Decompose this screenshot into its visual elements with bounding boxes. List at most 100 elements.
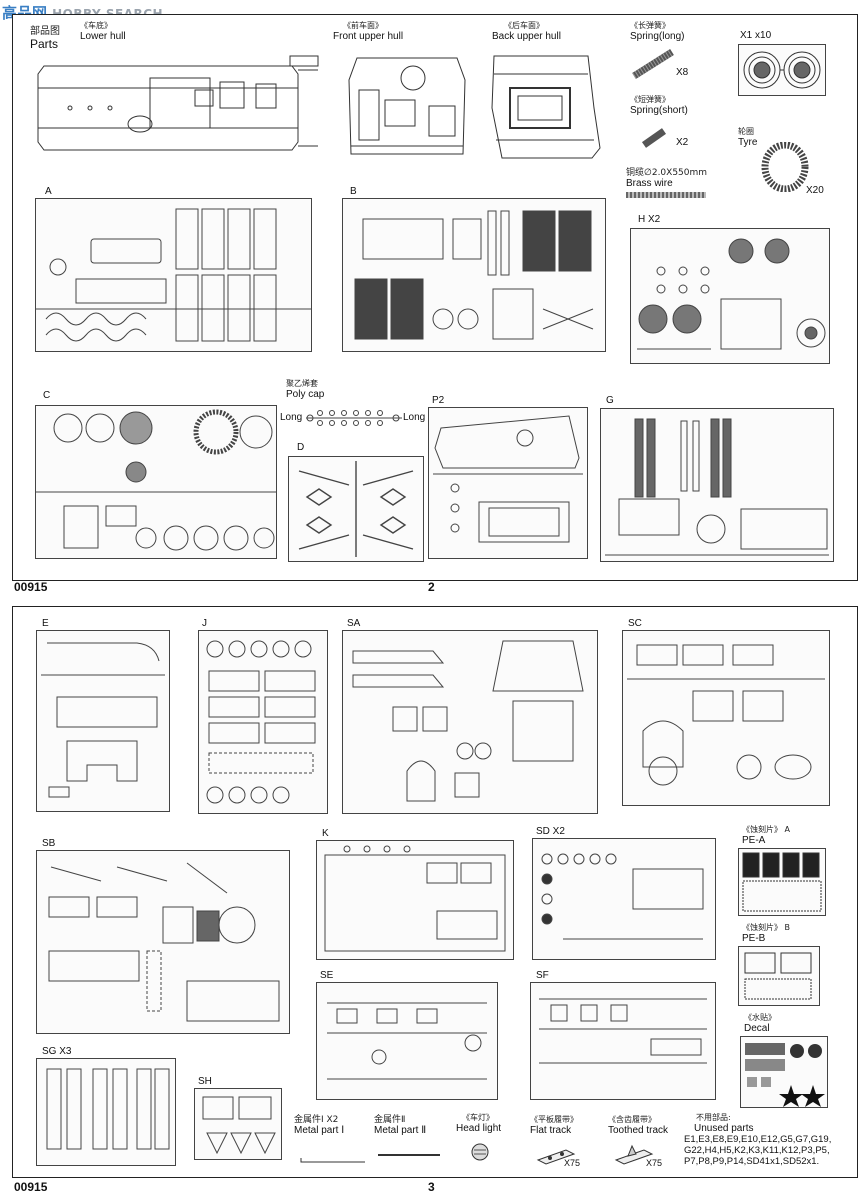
tyre-qty: X20 bbox=[806, 185, 824, 196]
metal-part-1-caption: 金属件Ⅰ X2 Metal part Ⅰ bbox=[294, 1112, 344, 1136]
back-upper-hull-en: Back upper hull bbox=[492, 31, 561, 42]
brass-wire-caption: 铜缆∅2.0X550mm Brass wire bbox=[626, 165, 707, 189]
sprue-b bbox=[342, 198, 606, 352]
x1-label: X1 x10 bbox=[740, 30, 772, 41]
tyre-drawing bbox=[760, 141, 810, 193]
headlight-drawing bbox=[470, 1142, 490, 1162]
sprue-g-label: G bbox=[606, 395, 614, 406]
sprue-sg-label: SG X3 bbox=[42, 1046, 72, 1057]
decal-en: Decal bbox=[744, 1023, 770, 1034]
tyre-cn: 轮圈 bbox=[738, 127, 754, 136]
toothed-track-caption: 《含齿履带》 Toothed track bbox=[608, 1114, 668, 1136]
parts-header-en: Parts bbox=[30, 37, 59, 51]
headlight-cn: 《车灯》 bbox=[462, 1113, 494, 1122]
flat-track-cn: 《平板履带》 bbox=[530, 1115, 578, 1124]
decal-caption: 《水贴》 Decal bbox=[744, 1012, 776, 1034]
pe-b-caption: 《蚀刻片》 B PE-B bbox=[742, 922, 790, 944]
sprue-sh-label: SH bbox=[198, 1076, 212, 1087]
sprue-sd bbox=[532, 838, 716, 960]
sprue-p2-label: P2 bbox=[432, 395, 445, 406]
metal-part-2-en: Metal part Ⅱ bbox=[374, 1125, 427, 1136]
sprue-sf bbox=[530, 982, 716, 1100]
pe-a-sheet bbox=[738, 848, 826, 916]
metal-part-1-en: Metal part Ⅰ bbox=[294, 1125, 345, 1136]
page-2-number: 2 bbox=[428, 580, 435, 594]
poly-cap-cn: 聚乙烯套 bbox=[286, 379, 318, 388]
spring-long-qty: X8 bbox=[676, 67, 689, 78]
poly-cap-drawing bbox=[306, 408, 402, 428]
unused-parts-line-2: G22,H4,H5,K2,K3,K11,K12,P3,P5, bbox=[684, 1145, 830, 1156]
sprue-k bbox=[316, 840, 514, 960]
spring-long-drawing bbox=[630, 46, 676, 80]
parts-header: 部品图 Parts bbox=[30, 22, 60, 51]
decal-sheet bbox=[740, 1036, 828, 1108]
sprue-h bbox=[630, 228, 830, 364]
poly-cap-long-left: Long bbox=[280, 412, 303, 423]
headlight-caption: 《车灯》 Head light bbox=[456, 1112, 501, 1134]
unused-parts-line-3: P7,P8,P9,P14,SD41x1,SD52x1. bbox=[684, 1156, 820, 1167]
sprue-se bbox=[316, 982, 498, 1100]
toothed-track-en: Toothed track bbox=[608, 1125, 669, 1136]
spring-short-caption: 《短弹簧》 Spring(short) bbox=[630, 94, 688, 116]
page-2-code: 00915 bbox=[14, 580, 48, 594]
metal-part-1-drawing bbox=[300, 1150, 366, 1163]
spring-long-en: Spring(long) bbox=[630, 31, 685, 42]
sprue-j-label: J bbox=[202, 618, 207, 629]
headlight-en: Head light bbox=[456, 1123, 502, 1134]
lower-hull-cn: 《车底》 bbox=[80, 21, 112, 30]
brass-wire-drawing bbox=[626, 192, 706, 198]
toothed-track-cn: 《含齿履带》 bbox=[608, 1115, 656, 1124]
back-upper-hull-cn: 《后车面》 bbox=[504, 21, 544, 30]
sprue-a-label: A bbox=[45, 186, 52, 197]
pe-b-sheet bbox=[738, 946, 820, 1006]
poly-cap-long-right: Long bbox=[403, 412, 426, 423]
pe-b-en: PE-B bbox=[742, 933, 766, 944]
sprue-sc bbox=[622, 630, 830, 806]
metal-part-2-cn: 金属件Ⅱ bbox=[374, 1115, 406, 1125]
flat-track-drawing bbox=[536, 1146, 576, 1166]
poly-cap-en: Poly cap bbox=[286, 389, 325, 400]
sprue-c-label: C bbox=[43, 390, 51, 401]
flat-track-qty: X75 bbox=[564, 1158, 581, 1168]
spring-short-cn: 《短弹簧》 bbox=[630, 95, 670, 104]
sprue-h-label: H X2 bbox=[638, 214, 661, 225]
sprue-sc-label: SC bbox=[628, 618, 642, 629]
x1-sprue bbox=[738, 44, 826, 96]
brass-wire-cn: 铜缆∅2.0X550mm bbox=[626, 168, 708, 178]
front-upper-hull-en: Front upper hull bbox=[333, 31, 404, 42]
tyre-en: Tyre bbox=[738, 137, 758, 148]
lower-hull-en: Lower hull bbox=[80, 31, 126, 42]
sprue-sa bbox=[342, 630, 598, 814]
sprue-g bbox=[600, 408, 834, 562]
brass-wire-en: Brass wire bbox=[626, 178, 673, 189]
sprue-sb bbox=[36, 850, 290, 1034]
back-upper-hull-caption: 《后车面》 Back upper hull bbox=[492, 20, 561, 42]
pe-b-cn: 《蚀刻片》 B bbox=[742, 923, 791, 932]
spring-short-drawing bbox=[640, 125, 670, 149]
sprue-e-label: E bbox=[42, 618, 49, 629]
unused-parts: 不用部品: Unused parts E1,E3,E8,E9,E10,E12,G… bbox=[684, 1112, 854, 1167]
pe-a-en: PE-A bbox=[742, 835, 766, 846]
toothed-track-drawing bbox=[614, 1144, 654, 1166]
spring-short-qty: X2 bbox=[676, 137, 689, 148]
front-upper-hull-drawing bbox=[345, 50, 470, 162]
sprue-j bbox=[198, 630, 328, 814]
sprue-sg bbox=[36, 1058, 176, 1166]
pe-a-caption: 《蚀刻片》 A PE-A bbox=[742, 824, 790, 846]
spring-short-en: Spring(short) bbox=[630, 105, 688, 116]
lower-hull-drawing bbox=[30, 48, 320, 158]
sprue-e bbox=[36, 630, 170, 812]
back-upper-hull-drawing bbox=[488, 48, 608, 163]
pe-a-cn: 《蚀刻片》 A bbox=[742, 825, 791, 834]
sprue-sf-label: SF bbox=[536, 970, 549, 981]
sprue-c bbox=[35, 405, 277, 559]
lower-hull-caption: 《车底》 Lower hull bbox=[80, 20, 126, 42]
poly-cap-caption: 聚乙烯套 Poly cap bbox=[286, 378, 324, 400]
metal-part-2-caption: 金属件Ⅱ Metal part Ⅱ bbox=[374, 1112, 426, 1136]
sprue-sh bbox=[194, 1088, 282, 1160]
unused-parts-line-1: E1,E3,E8,E9,E10,E12,G5,G7,G19, bbox=[684, 1134, 832, 1145]
sprue-b-label: B bbox=[350, 186, 357, 197]
sprue-p2 bbox=[428, 407, 588, 559]
metal-part-2-drawing bbox=[378, 1154, 440, 1156]
metal-part-1-cn: 金属件Ⅰ X2 bbox=[294, 1115, 339, 1125]
